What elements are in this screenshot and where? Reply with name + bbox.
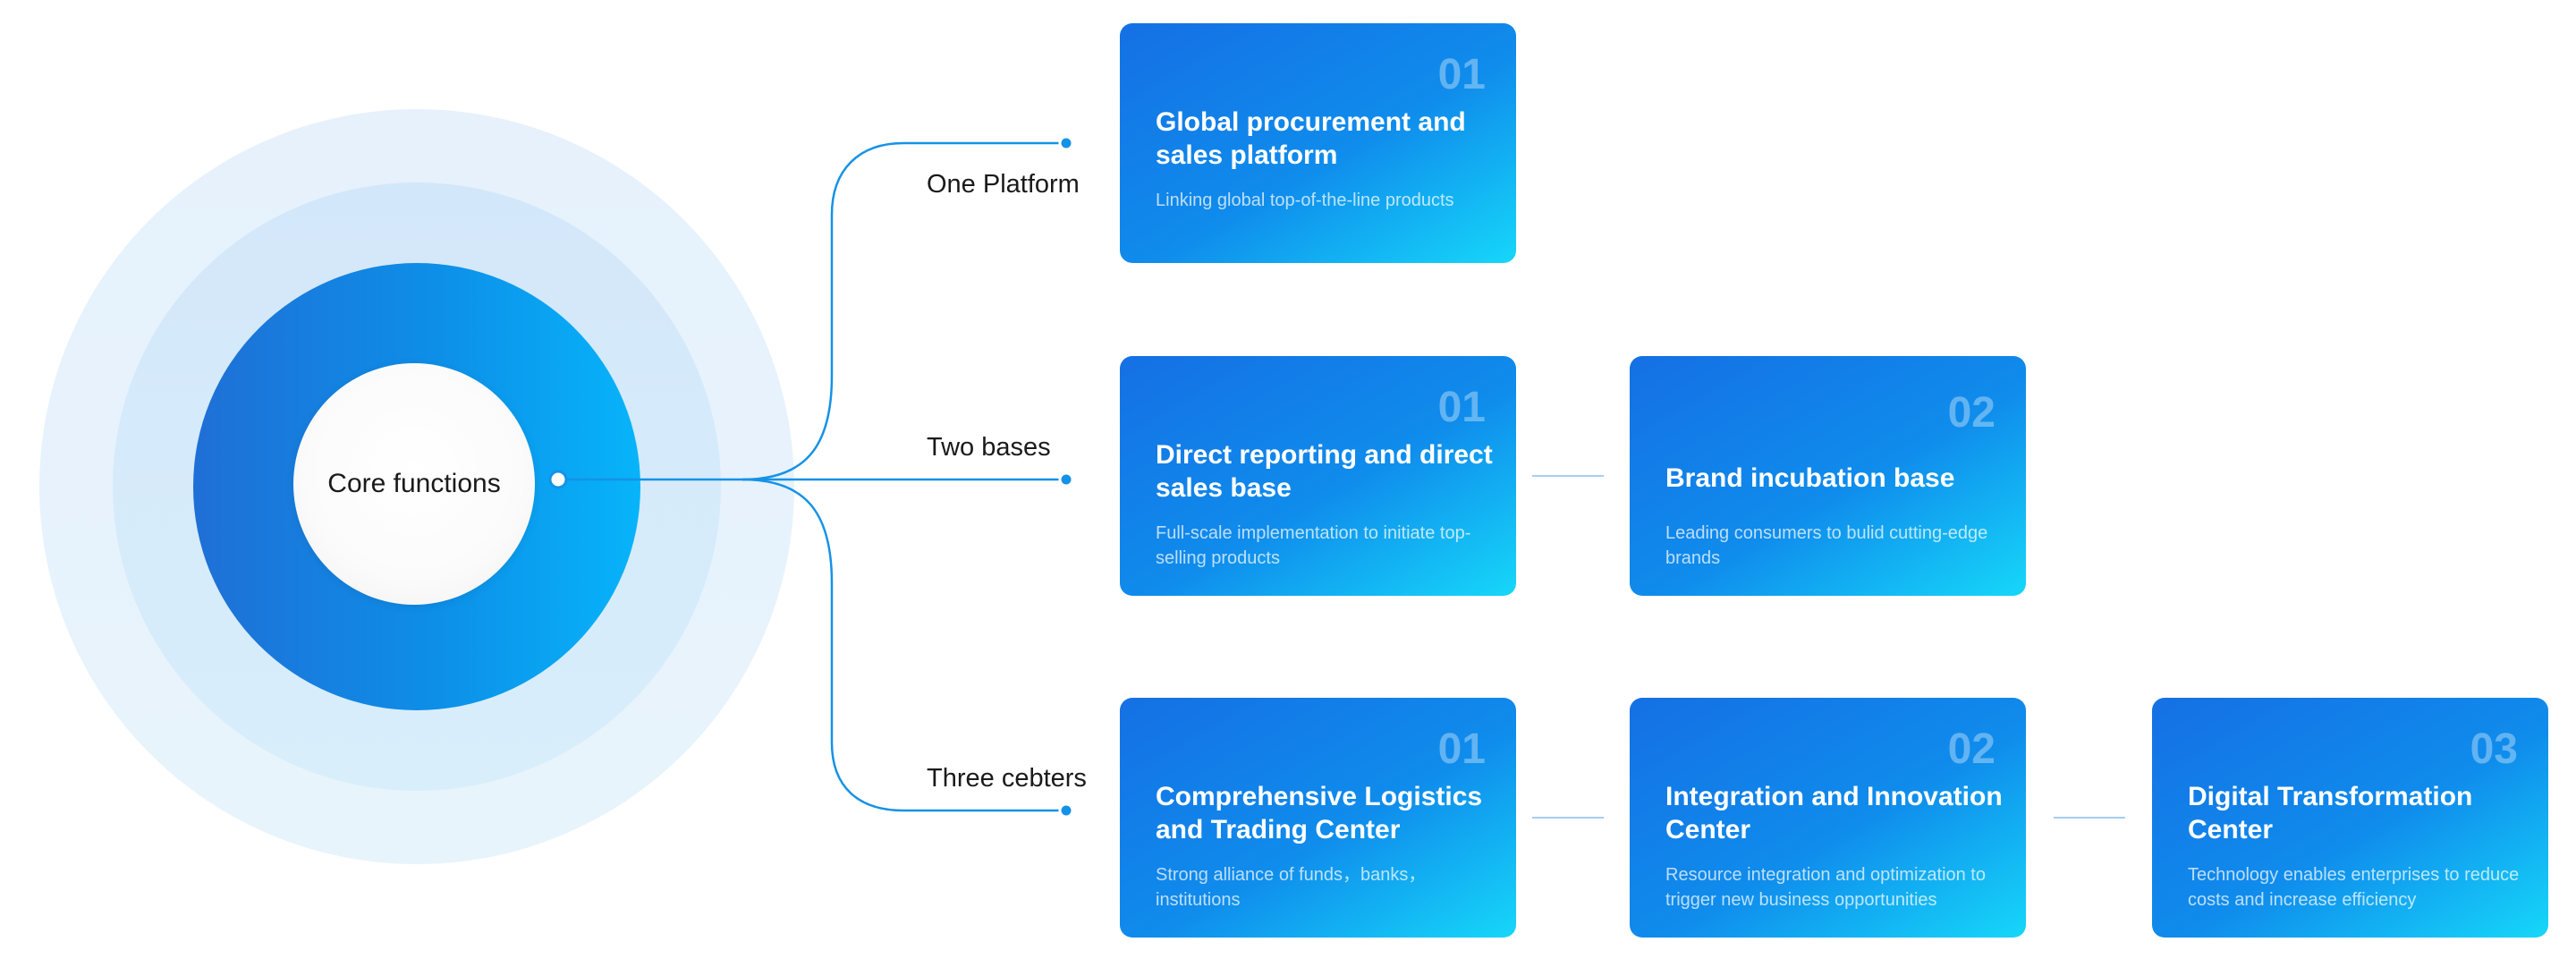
one-platform-node bbox=[1058, 135, 1074, 151]
core-label: Core functions bbox=[327, 469, 501, 498]
card-title: Global procurement and sales platform bbox=[1156, 107, 1466, 170]
card-number: 01 bbox=[1437, 51, 1486, 98]
card-logistics-trading-center: 01 Comprehensive Logistics and Trading C… bbox=[1120, 698, 1516, 938]
card-title: Digital Transformation Center bbox=[2188, 782, 2473, 844]
card-number: 02 bbox=[1947, 389, 1996, 437]
card-digital-transformation-center: 03 Digital Transformation Center Technol… bbox=[2152, 698, 2548, 938]
card-description: Strong alliance of funds，banks，instituti… bbox=[1156, 865, 1427, 910]
card-description: Leading consumers to bulid cutting-edge … bbox=[1665, 523, 1988, 568]
card-link-dash bbox=[1532, 817, 1604, 819]
two-bases-node bbox=[1058, 471, 1074, 488]
card-title: Integration and Innovation Center bbox=[1665, 782, 2003, 844]
connector-three-centers bbox=[741, 478, 1066, 812]
card-integration-innovation-center: 02 Integration and Innovation Center Res… bbox=[1630, 698, 2026, 938]
card-title: Brand incubation base bbox=[1665, 463, 1955, 493]
card-title: Comprehensive Logistics and Trading Cent… bbox=[1156, 782, 1483, 844]
card-number: 02 bbox=[1947, 726, 1996, 773]
card-link-dash bbox=[1532, 475, 1604, 477]
branch-label-three-centers: Three cebters bbox=[927, 764, 1087, 793]
card-description: Technology enables enterprises to reduce… bbox=[2188, 865, 2520, 910]
three-centers-node bbox=[1058, 802, 1074, 819]
card-number: 03 bbox=[2470, 726, 2518, 773]
card-description: Resource integration and optimization to… bbox=[1665, 865, 1986, 910]
card-description: Linking global top-of-the-line products bbox=[1156, 191, 1454, 210]
connector-one-platform bbox=[741, 141, 1066, 481]
branch-label-two-bases: Two bases bbox=[927, 433, 1051, 462]
branch-label-one-platform: One Platform bbox=[927, 170, 1080, 199]
card-direct-sales-base: 01 Direct reporting and direct sales bas… bbox=[1120, 356, 1516, 596]
card-global-procurement: 01 Global procurement and sales platform… bbox=[1120, 23, 1516, 263]
card-description: Full-scale implementation to initiate to… bbox=[1156, 523, 1471, 568]
card-title: Direct reporting and direct sales base bbox=[1156, 440, 1493, 503]
core-connector-node bbox=[548, 470, 568, 489]
core-circle: Core functions bbox=[293, 363, 535, 605]
card-brand-incubation-base: 02 Brand incubation base Leading consume… bbox=[1630, 356, 2026, 596]
card-number: 01 bbox=[1437, 384, 1486, 431]
card-link-dash bbox=[2054, 817, 2125, 819]
card-number: 01 bbox=[1437, 726, 1486, 773]
